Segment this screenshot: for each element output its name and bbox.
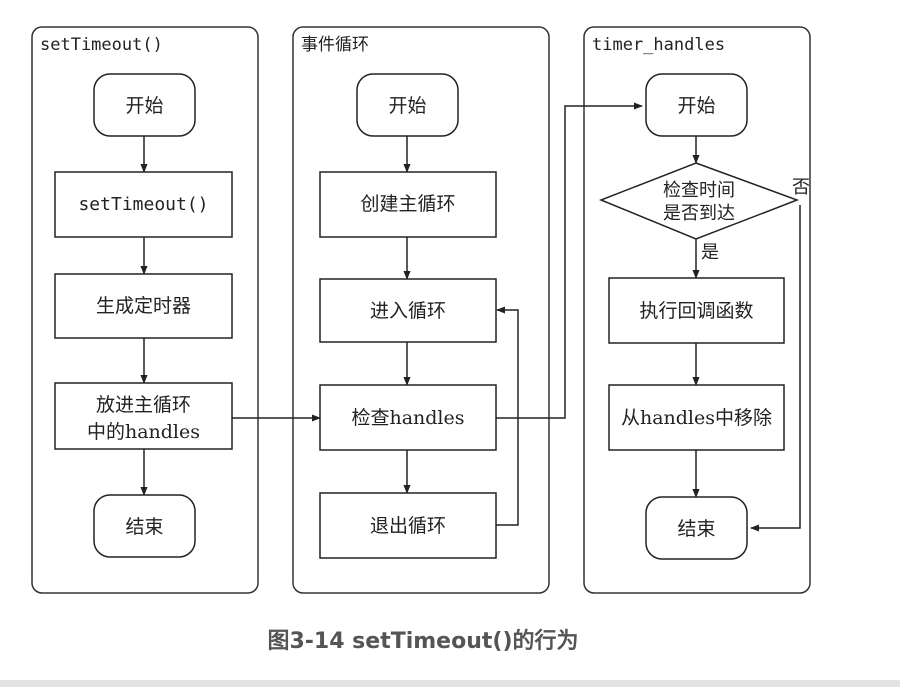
middle-start-label: 开始 — [388, 95, 426, 117]
panel-title-timer-handles: timer_handles — [592, 35, 725, 55]
middle-check-handles-node — [319, 384, 497, 451]
left-start-label: 开始 — [125, 95, 163, 117]
right-end-label: 结束 — [677, 518, 715, 540]
left-push-label-line1: 放进主循环 — [96, 394, 191, 416]
middle-exit-loop-node — [319, 492, 497, 559]
middle-enter-loop-label: 进入循环 — [370, 300, 446, 322]
right-run-callback-node — [608, 277, 785, 344]
panel-title-settimeout: setTimeout() — [40, 35, 163, 55]
bottom-scroll-bar — [0, 680, 900, 687]
right-start-label: 开始 — [677, 95, 715, 117]
arrow-check-to-timer-start — [496, 102, 643, 419]
panel-settimeout — [31, 26, 259, 594]
right-end-node — [645, 496, 748, 560]
middle-create-loop-label: 创建主循环 — [360, 193, 455, 215]
left-settimeout-node — [54, 171, 233, 238]
middle-enter-loop-node — [319, 278, 497, 343]
right-remove-label: 从handles中移除 — [621, 407, 772, 429]
middle-check-handles-label: 检查handles — [351, 407, 464, 429]
right-no-label: 否 — [792, 177, 810, 198]
panel-title-event-loop: 事件循环 — [301, 35, 369, 55]
panel-event-loop — [292, 26, 550, 594]
left-settimeout-label: setTimeout() — [78, 194, 208, 215]
right-remove-node — [608, 384, 785, 451]
right-decision-label-line2: 是否到达 — [663, 203, 735, 224]
figure-caption: 图3-14 setTimeout()的行为 — [267, 628, 578, 654]
right-yes-label: 是 — [701, 242, 719, 263]
right-decision-label-line1: 检查时间 — [663, 180, 735, 201]
arrow-right-no — [750, 205, 801, 532]
middle-exit-loop-label: 退出循环 — [370, 515, 446, 537]
left-end-node — [93, 494, 196, 558]
left-push-label-line2: 中的handles — [87, 421, 200, 443]
middle-create-loop-node — [319, 171, 497, 238]
left-create-timer-label: 生成定时器 — [96, 295, 191, 317]
left-end-label: 结束 — [125, 516, 163, 538]
right-run-callback-label: 执行回调函数 — [639, 300, 753, 322]
right-decision-node — [598, 162, 800, 240]
panel-timer-handles — [583, 26, 811, 594]
